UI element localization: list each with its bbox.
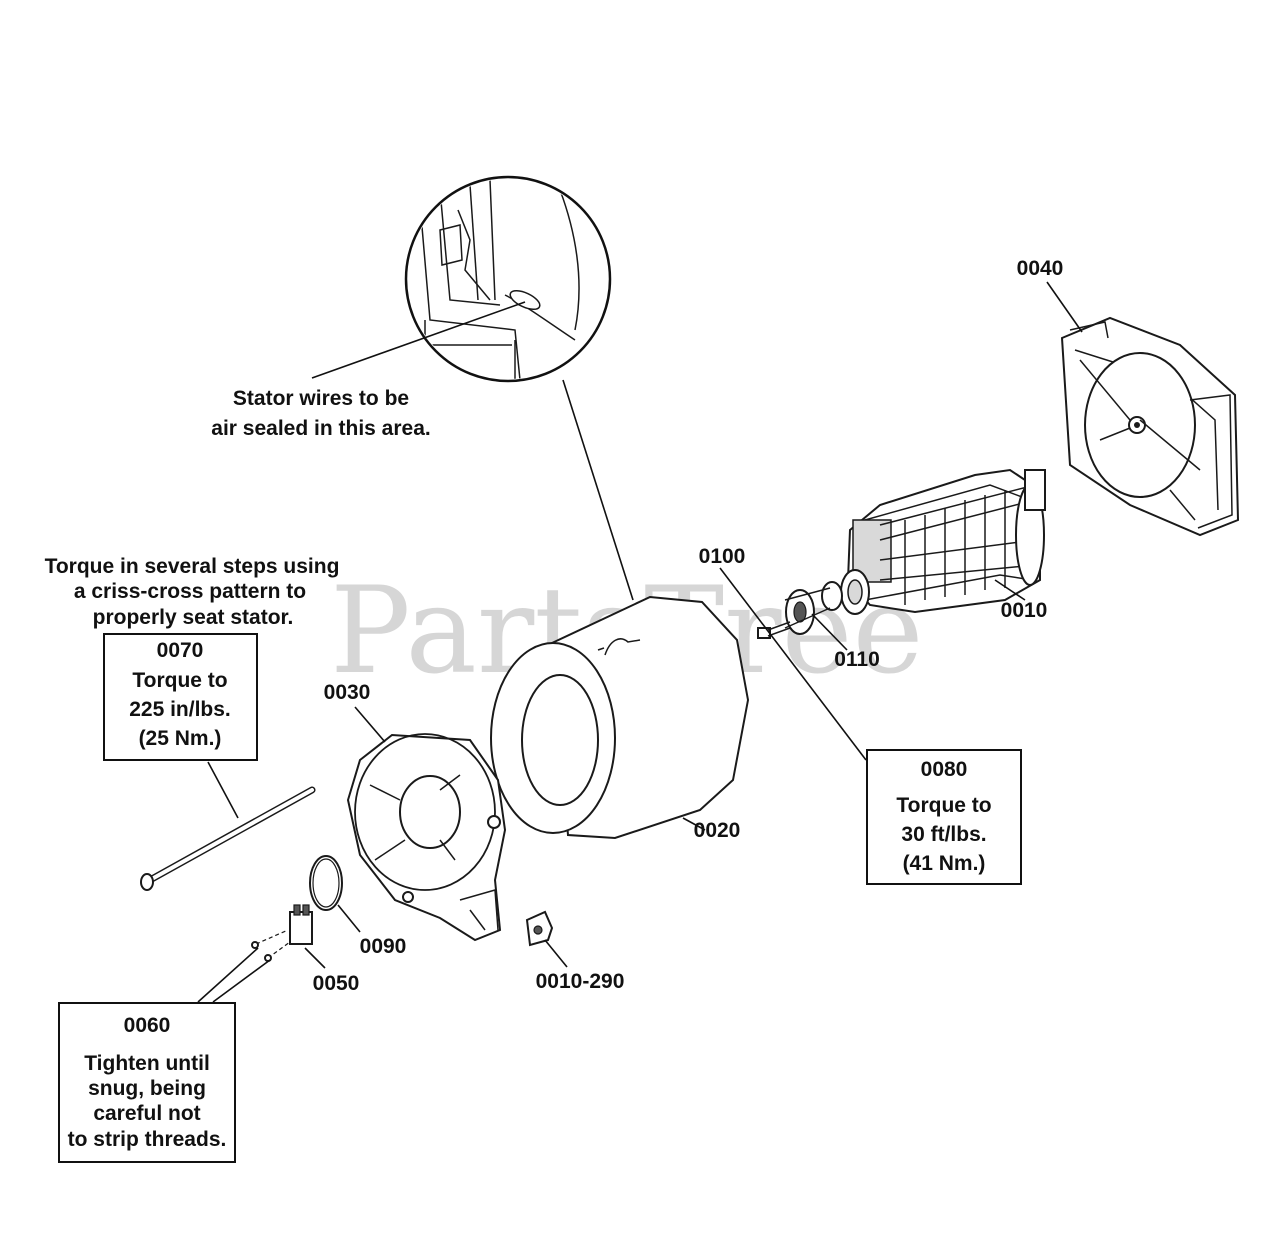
callout-0010-290: 0010-290 xyxy=(536,970,625,993)
box-0060-part: 0060 xyxy=(124,1014,171,1037)
part-0040-housing xyxy=(1060,316,1240,537)
part-0030-endbell xyxy=(346,733,507,942)
box-0070-line2: 225 in/lbs. xyxy=(129,698,231,721)
callout-0050: 0050 xyxy=(313,972,360,995)
callout-0020: 0020 xyxy=(694,819,741,842)
callout-0040: 0040 xyxy=(1017,257,1064,280)
box-0060-line3: careful not xyxy=(93,1102,200,1125)
stator-wires-note-line1: Stator wires to be xyxy=(233,387,409,410)
callout-0090: 0090 xyxy=(360,935,407,958)
box-0070-line3: (25 Nm.) xyxy=(139,727,222,750)
box-0080-line1: Torque to xyxy=(896,794,991,817)
stator-wires-note-line2: air sealed in this area. xyxy=(211,417,430,440)
box-0080-line2: 30 ft/lbs. xyxy=(901,823,986,846)
box-0080-line3: (41 Nm.) xyxy=(903,852,986,875)
part-0050-brush-block xyxy=(251,904,313,962)
part-0010-assembly xyxy=(846,468,1046,614)
part-0010-290-clip xyxy=(525,910,554,947)
torque-steps-note-line2: a criss-cross pattern to xyxy=(74,580,306,603)
torque-steps-note-line1: Torque in several steps using xyxy=(45,555,340,578)
part-0020-stator xyxy=(490,595,750,840)
callout-0110: 0110 xyxy=(834,648,880,671)
box-0070: 0070 Torque to 225 in/lbs. (25 Nm.) xyxy=(103,633,258,761)
part-0090-oring xyxy=(309,855,343,911)
box-0060-line4: to strip threads. xyxy=(68,1128,227,1151)
box-0080-part: 0080 xyxy=(921,758,968,781)
box-0060-line1: Tighten until xyxy=(84,1052,210,1075)
detail-view xyxy=(311,175,634,601)
callout-0030: 0030 xyxy=(324,681,371,704)
callout-0100: 0100 xyxy=(699,545,746,568)
box-0060-line2: snug, being xyxy=(88,1077,206,1100)
part-0070-bolt xyxy=(140,786,316,891)
box-0060: 0060 Tighten until snug, being careful n… xyxy=(58,947,271,1163)
box-0070-line1: Torque to xyxy=(132,669,227,692)
box-0070-part: 0070 xyxy=(157,639,204,662)
part-0110-bearing xyxy=(784,569,870,635)
torque-steps-note-line3: properly seat stator. xyxy=(93,606,294,629)
callout-0010: 0010 xyxy=(1001,599,1048,622)
box-0080: 0080 Torque to 30 ft/lbs. (41 Nm.) xyxy=(866,749,1022,885)
